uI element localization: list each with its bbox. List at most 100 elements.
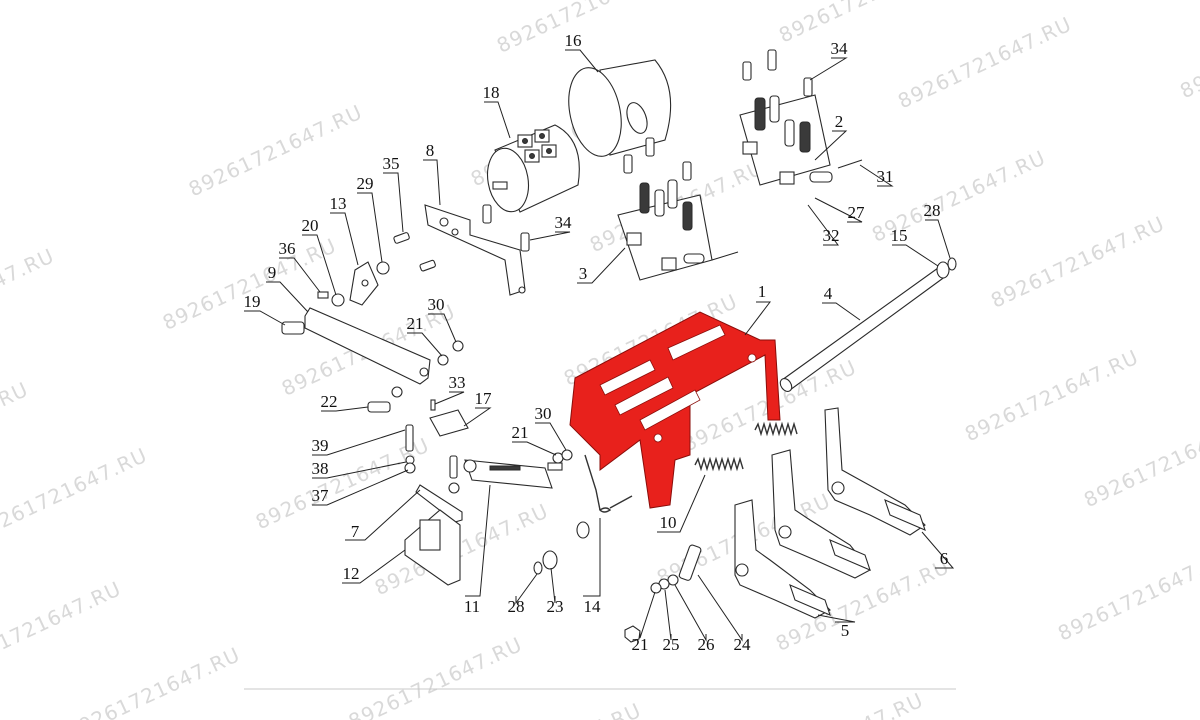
part-36-screw bbox=[317, 291, 329, 299]
part-21-washer-3 bbox=[650, 582, 662, 594]
svg-text:89261721647.RU: 89261721647.RU bbox=[185, 100, 366, 202]
part-4-shaft[interactable] bbox=[778, 267, 947, 394]
part-28-clip bbox=[533, 561, 543, 575]
callout-30[interactable]: 30 bbox=[428, 295, 445, 314]
svg-text:89261721647.RU: 89261721647.RU bbox=[0, 377, 32, 479]
part-18-rotary-switch[interactable] bbox=[483, 124, 580, 215]
callout-27[interactable]: 27 bbox=[848, 203, 866, 222]
callout-30-b[interactable]: 30 bbox=[535, 404, 552, 423]
callout-14[interactable]: 14 bbox=[584, 597, 602, 616]
callout-8[interactable]: 8 bbox=[426, 141, 435, 160]
callout-25[interactable]: 25 bbox=[663, 635, 680, 654]
part-21-washer bbox=[452, 340, 464, 352]
part-3-valve-block[interactable] bbox=[617, 179, 739, 281]
part-6-pedal[interactable] bbox=[824, 407, 926, 536]
callout-36[interactable]: 36 bbox=[279, 239, 296, 258]
callout-23[interactable]: 23 bbox=[547, 597, 564, 616]
callout-32[interactable]: 32 bbox=[823, 226, 840, 245]
callout-34[interactable]: 34 bbox=[831, 39, 849, 58]
svg-text:89261721647.RU: 89261721647.RU bbox=[464, 698, 645, 720]
svg-text:89261721647.RU: 89261721647.RU bbox=[1080, 411, 1200, 513]
part-35-screw bbox=[393, 232, 436, 272]
part-31-bolt bbox=[837, 159, 863, 169]
part-23-washer bbox=[542, 550, 558, 570]
part-34-screws bbox=[742, 49, 813, 97]
svg-text:89261721647.RU: 89261721647.RU bbox=[0, 443, 151, 545]
svg-text:89261721647.RU: 89261721647.RU bbox=[0, 243, 58, 345]
callout-28-b[interactable]: 28 bbox=[508, 597, 525, 616]
part-13-hole bbox=[361, 279, 369, 287]
callout-19[interactable]: 19 bbox=[244, 292, 261, 311]
leader-lines bbox=[244, 49, 955, 642]
part-22-washer bbox=[391, 386, 403, 398]
callout-21[interactable]: 21 bbox=[407, 314, 424, 333]
nut-bottom bbox=[624, 625, 641, 643]
part-7-rod[interactable] bbox=[415, 484, 463, 523]
callout-33[interactable]: 33 bbox=[449, 373, 466, 392]
part-17-washer bbox=[448, 482, 460, 494]
part-15-washer bbox=[936, 261, 950, 279]
part-10-springs[interactable] bbox=[694, 421, 798, 472]
callout-22[interactable]: 22 bbox=[321, 392, 338, 411]
callout-10[interactable]: 10 bbox=[660, 513, 677, 532]
part-17-plate[interactable] bbox=[429, 409, 469, 437]
callout-3[interactable]: 3 bbox=[579, 264, 588, 283]
callout-37[interactable]: 37 bbox=[312, 486, 330, 505]
part-24-bolt bbox=[678, 544, 702, 581]
callout-35[interactable]: 35 bbox=[383, 154, 400, 173]
svg-text:89261721647.RU: 89261721647.RU bbox=[345, 632, 526, 720]
callout-2[interactable]: 2 bbox=[835, 112, 844, 131]
callout-12[interactable]: 12 bbox=[343, 564, 360, 583]
part-1-frame-highlighted[interactable] bbox=[569, 311, 781, 509]
callout-34-b[interactable]: 34 bbox=[555, 213, 573, 232]
part-39-pin bbox=[405, 424, 414, 452]
callout-39[interactable]: 39 bbox=[312, 436, 329, 455]
part-16-cylinder-cover[interactable] bbox=[561, 59, 672, 161]
svg-text:89261721647.RU: 89261721647.RU bbox=[961, 345, 1142, 447]
part-22-bolt bbox=[367, 401, 391, 413]
part-9-lever-arm[interactable] bbox=[304, 307, 431, 385]
callout-31[interactable]: 31 bbox=[877, 167, 894, 186]
part-19-bolt bbox=[281, 321, 305, 335]
part-2-valve-block[interactable] bbox=[739, 94, 833, 186]
callout-1[interactable]: 1 bbox=[758, 282, 767, 301]
callout-20[interactable]: 20 bbox=[302, 216, 319, 235]
part-14-washer bbox=[576, 521, 590, 539]
part-11-lever[interactable] bbox=[463, 459, 563, 489]
part-12-base[interactable] bbox=[404, 509, 461, 586]
part-8-bracket[interactable] bbox=[424, 204, 526, 296]
part-30-nut bbox=[437, 354, 449, 366]
callout-11[interactable]: 11 bbox=[464, 597, 480, 616]
part-14-torsion-spring[interactable] bbox=[584, 454, 633, 513]
callout-6[interactable]: 6 bbox=[940, 549, 949, 568]
callout-9[interactable]: 9 bbox=[268, 263, 277, 282]
callout-21-c[interactable]: 21 bbox=[632, 635, 649, 654]
callout-17[interactable]: 17 bbox=[475, 389, 493, 408]
callout-7[interactable]: 7 bbox=[351, 522, 360, 541]
callout-18[interactable]: 18 bbox=[483, 83, 500, 102]
callout-21-b[interactable]: 21 bbox=[512, 423, 529, 442]
callout-38[interactable]: 38 bbox=[312, 459, 329, 478]
callout-28[interactable]: 28 bbox=[924, 201, 941, 220]
svg-text:89261721647.RU: 89261721647.RU bbox=[987, 211, 1168, 313]
callout-26[interactable]: 26 bbox=[698, 635, 715, 654]
part-30-nut-2 bbox=[561, 449, 573, 461]
callout-4[interactable]: 4 bbox=[824, 284, 833, 303]
part-26-nut bbox=[667, 574, 679, 586]
part-33-screw bbox=[430, 399, 436, 411]
part-5-pedal[interactable] bbox=[734, 499, 831, 619]
svg-text:89261721647.RU: 89261721647.RU bbox=[894, 12, 1075, 114]
part-29-nut bbox=[376, 261, 390, 275]
callout-29[interactable]: 29 bbox=[357, 174, 374, 193]
svg-text:89261721647.RU: 89261721647.RU bbox=[1176, 2, 1200, 104]
callout-16[interactable]: 16 bbox=[565, 31, 582, 50]
part-17-pin bbox=[449, 455, 458, 479]
callout-24[interactable]: 24 bbox=[734, 635, 752, 654]
svg-text:89261721647.RU: 89261721647.RU bbox=[63, 642, 244, 720]
callout-5[interactable]: 5 bbox=[841, 621, 850, 640]
pedal-middle[interactable] bbox=[771, 449, 871, 579]
callout-15[interactable]: 15 bbox=[891, 226, 908, 245]
part-20-washer bbox=[331, 293, 345, 307]
callout-13[interactable]: 13 bbox=[330, 194, 347, 213]
